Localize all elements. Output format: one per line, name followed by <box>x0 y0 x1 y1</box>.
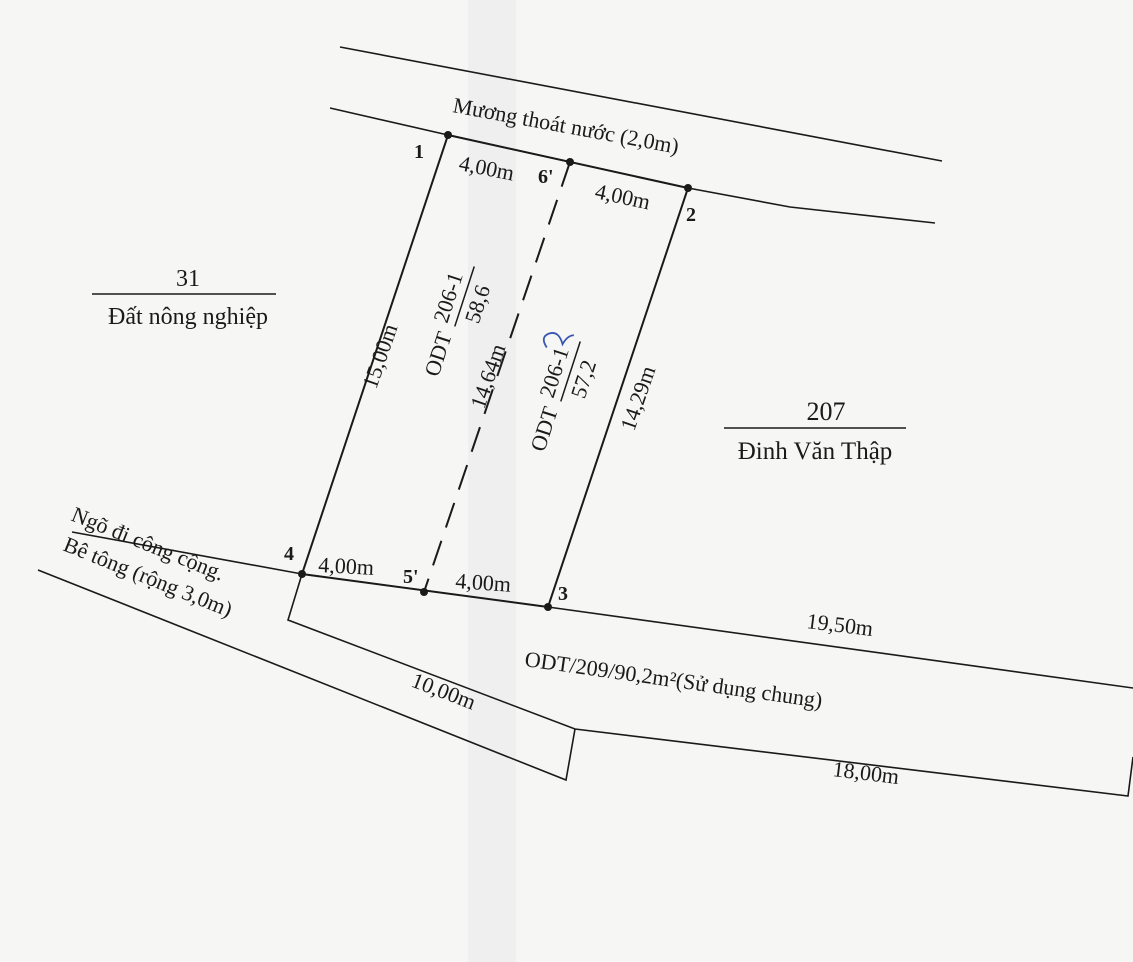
neighbor-31-number: 31 <box>176 266 200 292</box>
corner-point-1 <box>444 131 452 139</box>
ditch-top-edge <box>339 46 943 162</box>
parcel-split-dashed-line <box>423 161 571 593</box>
parcel-206-1-fraction-bar <box>454 266 475 327</box>
parcel-206-1-type: ODT <box>419 328 457 379</box>
scan-fold <box>468 0 516 962</box>
shared-parcel-dimension-bottom: 18,00m <box>831 756 900 789</box>
lane-upper-edge <box>71 531 303 575</box>
corner-point-3 <box>544 603 552 611</box>
corner-point-5prime <box>420 588 428 596</box>
shared-parcel-label: ODT/209/90,2m²(Sử dụng chung) <box>523 646 824 713</box>
point-label-1: 1 <box>414 141 424 163</box>
point-label-3: 3 <box>558 583 568 605</box>
dimension-2-3: 14,29m <box>615 362 660 433</box>
dimension-6-2: 4,00m <box>593 178 653 214</box>
shared-parcel-upper-boundary <box>547 606 1133 689</box>
corner-point-4 <box>298 570 306 578</box>
handwritten-correction-mark <box>542 332 574 348</box>
point-label-5prime: 5' <box>403 566 419 588</box>
dimension-4-5: 4,00m <box>318 552 375 580</box>
neighbor-31-desc: Đất nông nghiệp <box>108 304 268 330</box>
point-label-6prime: 6' <box>538 166 554 188</box>
point-label-2: 2 <box>686 204 696 226</box>
neighbor-207-number: 207 <box>807 397 846 426</box>
parcel-206-2-fraction-bar <box>560 341 581 402</box>
dimension-1-4: 15,00m <box>357 320 402 391</box>
parcel-206-2-type: ODT <box>525 403 563 454</box>
shared-parcel-lower-boundary <box>287 573 1133 797</box>
parcel-206-2-label: ODT 206-1 57,2 <box>525 332 601 454</box>
dimension-5-3: 4,00m <box>455 568 512 597</box>
neighbor-207-owner: Đinh Văn Thập <box>738 438 893 465</box>
corner-point-2 <box>684 184 692 192</box>
corner-point-6prime <box>566 158 574 166</box>
shared-parcel-dimension-top: 19,50m <box>805 608 874 641</box>
point-label-4: 4 <box>284 543 294 565</box>
parcel-206-2-area: 57,2 <box>565 357 601 401</box>
lane-lower-edge <box>37 569 576 782</box>
